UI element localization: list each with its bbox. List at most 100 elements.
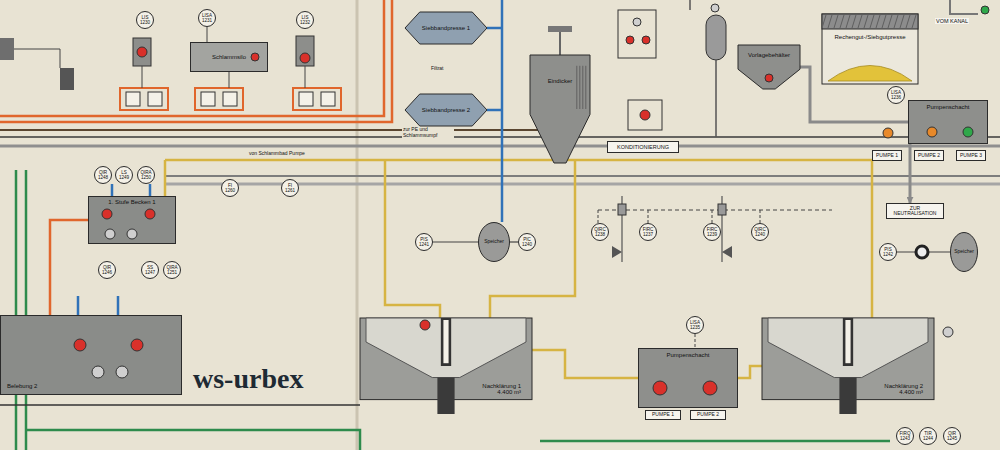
thickener-tank: Eindicker [530,55,590,163]
node-text: SS 1247 [143,265,157,275]
indicator-lamp [642,36,650,44]
screenings-press-part [888,15,892,28]
thickener-tank-part [582,66,583,109]
node-text: PUMPE 1 [876,153,898,159]
thickener-tank-part [576,66,577,109]
instrument-tag: QIR 1246 [98,261,116,279]
instrument-tag-part [138,167,155,184]
node-text: QIR 1248 [96,170,110,180]
instrument-tag: FI 1260 [221,179,239,197]
stirrer-drive [559,30,561,55]
indicator-lamp [653,381,667,395]
node-text: Speicher [954,249,974,255]
pipe-connector [532,350,638,378]
pipe-connector [510,241,518,242]
indicator-lamp [127,229,137,239]
instrument-tag-part [519,234,536,251]
instrument-tag: SS 1247 [141,261,159,279]
screenings-press-part [852,15,856,28]
node-text: Speicher [484,239,504,245]
dosing-vessel [706,15,726,60]
node-text: PIS 1242 [881,247,895,257]
label-anchor: zur PE und Schlammsumpf [402,127,454,138]
instrument-tag-part [164,262,181,279]
instrument-tag: QIRA 1251 [163,261,181,279]
instrument-tag-part [282,180,299,197]
node-text: Pumpenschacht [926,104,969,111]
node-text: KONDITIONIERUNG [617,144,669,150]
node-text: Vorlagebehälter [748,52,790,59]
node-text: 4.400 m³ [899,389,923,396]
indicator-lamp [626,36,634,44]
node-text: Schlammsilo [212,54,246,61]
node-text: Rechengut-/Siebgutpresse [834,34,905,41]
clarifier-tank: Nachklärung 14.400 m³ [360,318,532,414]
pressure-vessel-part [951,233,978,272]
screenings-press-part [906,15,910,28]
thickener-tank-part [585,66,586,109]
device-block [0,38,14,60]
air-branch [622,196,722,262]
instrument-tag-part [416,234,433,251]
pipe-connector [207,27,208,42]
node-text: LISA 1236 [889,90,903,100]
clarifier-tank-part [843,318,853,366]
node-text: PIC 1240 [520,237,534,247]
instrument-tag: PIS 1242 [879,243,897,261]
node-text: PUMPE 2 [918,153,940,159]
sludge-pipe [0,129,540,131]
instrument-tag-part [880,244,897,261]
switch-symbol [148,92,162,106]
instrument-tag-part [199,10,216,27]
screenings-press-part [864,15,868,28]
label-anchor: von Schlammbad Pumpe [248,151,306,157]
node-text: FI 1260 [223,183,237,193]
screenings-press-part [894,15,898,28]
instrument-tag: LIS 1232 [296,11,314,29]
node-text: Pumpenschacht [666,352,709,359]
indicator-lamp [640,110,650,120]
pump-shaft: Pumpenschacht [908,100,988,144]
screenings-press-part [822,14,918,29]
indicator-lamp [711,4,719,12]
node-text: FI 1261 [283,183,297,193]
screenings-press-part [828,66,912,82]
node-text: FIRC 1239 [705,227,719,237]
instrument-tag-part [137,12,154,29]
instrument-tag: LISA 1235 [686,316,704,334]
clarifier-tank-part [768,318,928,378]
clarifier-tank-part [839,378,856,414]
node-text: PUMPE 2 [697,412,719,418]
indicator-lamp [963,127,973,137]
dosing-panel [628,100,662,130]
instrument-tag: QIRC 1238 [591,223,609,241]
stirrer-drive [548,26,572,32]
node-text: QIRC 1238 [593,227,607,237]
node-text: LISA 1231 [200,13,214,23]
label-anchor: VOM KANAL [935,18,969,24]
node-text: Siebbandpresse 2 [422,107,470,114]
node-text: TIR 1244 [921,431,935,441]
node-text: QIR 1245 [945,431,959,441]
node-text: QIRA 1251 [165,265,179,275]
node-text: 1. Stufe Becken 1 [108,199,155,206]
instrument-tag-part [944,428,961,445]
indicator-lamp [981,6,989,14]
instrument-tag: LISA 1236 [887,86,905,104]
indicator-lamp [943,327,953,337]
node-text: LIS 1230 [138,15,152,25]
belt-press-part [405,12,487,44]
switch-frame [293,88,341,110]
instrument-tag-part [99,262,116,279]
water-pipe [165,160,872,318]
instrument-tag-part [920,428,937,445]
water-pipe [385,160,440,318]
pipe-connector [695,334,696,348]
switch-symbol [321,92,335,106]
instrument-tag-part [687,317,704,334]
switch-symbol [126,92,140,106]
sludge-pipe [0,0,384,116]
screenings-press-part [876,15,880,28]
pipe-connector [909,144,912,203]
